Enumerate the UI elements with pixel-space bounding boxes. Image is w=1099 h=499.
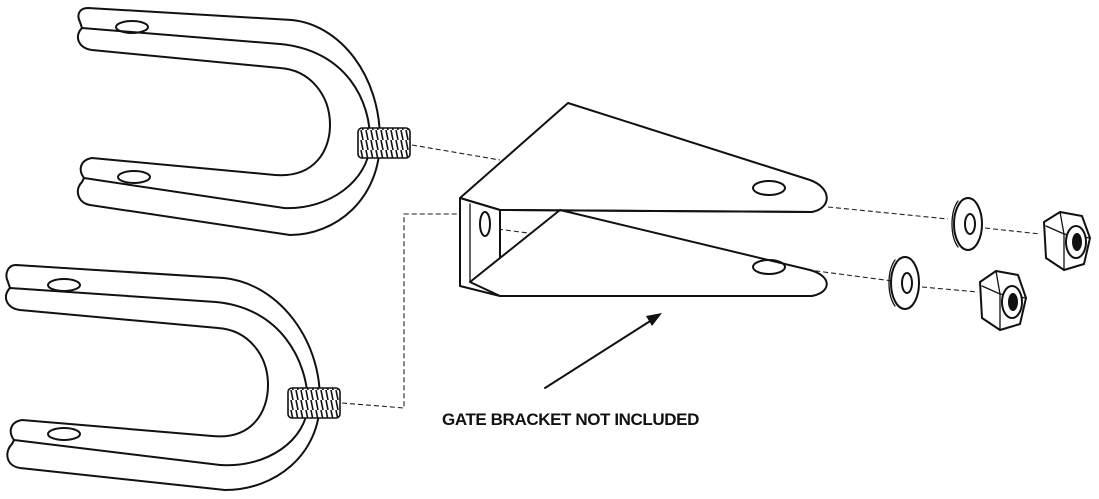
caption-gate-bracket-not-included: GATE BRACKET NOT INCLUDED	[442, 410, 699, 429]
lower-u-clamp	[4, 264, 341, 491]
upper-u-clamp	[76, 7, 411, 236]
lower-hex-lock-nut	[979, 270, 1027, 331]
upper-flat-washer	[951, 197, 983, 251]
caption-arrow	[544, 313, 662, 389]
upper-hex-lock-nut	[1043, 211, 1091, 271]
gate-bracket	[459, 102, 828, 297]
lower-flat-washer	[888, 256, 920, 310]
